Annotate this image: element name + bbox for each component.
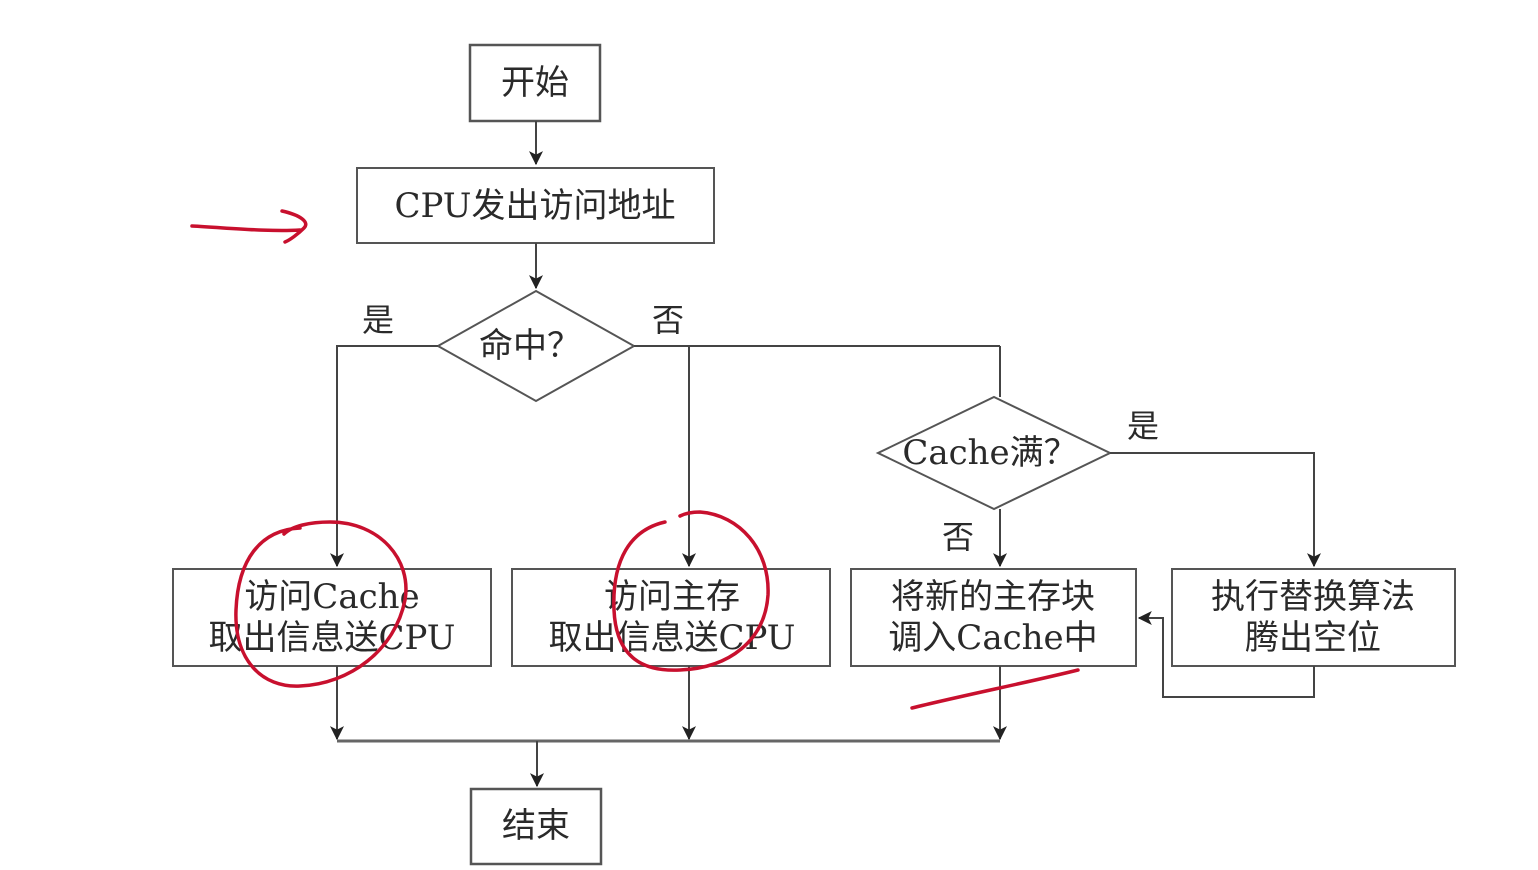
start-label: 开始 xyxy=(501,63,569,103)
load-block-node: 将新的主存块 调入Cache中 xyxy=(850,568,1137,667)
cpu-issue-label: CPU发出访问地址 xyxy=(395,186,676,226)
cache-full-decision-node: Cache满？ xyxy=(875,395,1113,511)
start-node: 开始 xyxy=(468,43,602,123)
edge-full-yes xyxy=(1110,452,1321,568)
cpu-issue-node: CPU发出访问地址 xyxy=(356,167,715,244)
end-label: 结束 xyxy=(502,806,570,846)
access-cache-node: 访问Cache 取出信息送CPU xyxy=(172,568,492,667)
access-cache-line2: 取出信息送CPU xyxy=(209,618,456,658)
cache-full-decision-label: Cache满？ xyxy=(902,433,1077,473)
hit-decision-label: 命中？ xyxy=(479,326,581,366)
hit-no-label: 否 xyxy=(652,301,684,339)
hit-decision-node: 命中？ xyxy=(435,289,637,403)
end-node: 结束 xyxy=(469,787,603,866)
load-block-line2: 调入Cache中 xyxy=(888,618,1097,658)
replace-line2: 腾出空位 xyxy=(1245,618,1381,658)
access-memory-line1: 访问主存 xyxy=(604,577,740,617)
access-cache-line1: 访问Cache xyxy=(244,577,419,617)
replace-line1: 执行替换算法 xyxy=(1211,577,1415,617)
access-memory-line2: 取出信息送CPU xyxy=(549,618,796,658)
full-yes-label: 是 xyxy=(1127,407,1159,445)
full-no-label: 否 xyxy=(942,518,974,556)
ink-circle-access-cache xyxy=(234,520,408,688)
load-block-line1: 将新的主存块 xyxy=(891,577,1095,617)
edge-hit-yes xyxy=(330,345,438,568)
ink-underline-load-block xyxy=(910,668,1080,710)
edge-replace-to-load xyxy=(1137,611,1315,698)
ink-circle-access-memory xyxy=(612,510,770,672)
replace-node: 执行替换算法 腾出空位 xyxy=(1171,568,1456,667)
access-memory-node: 访问主存 取出信息送CPU xyxy=(511,568,831,667)
ink-arrow-icon xyxy=(190,209,308,244)
ink-annotations xyxy=(190,209,1080,710)
hit-yes-label: 是 xyxy=(362,301,394,339)
